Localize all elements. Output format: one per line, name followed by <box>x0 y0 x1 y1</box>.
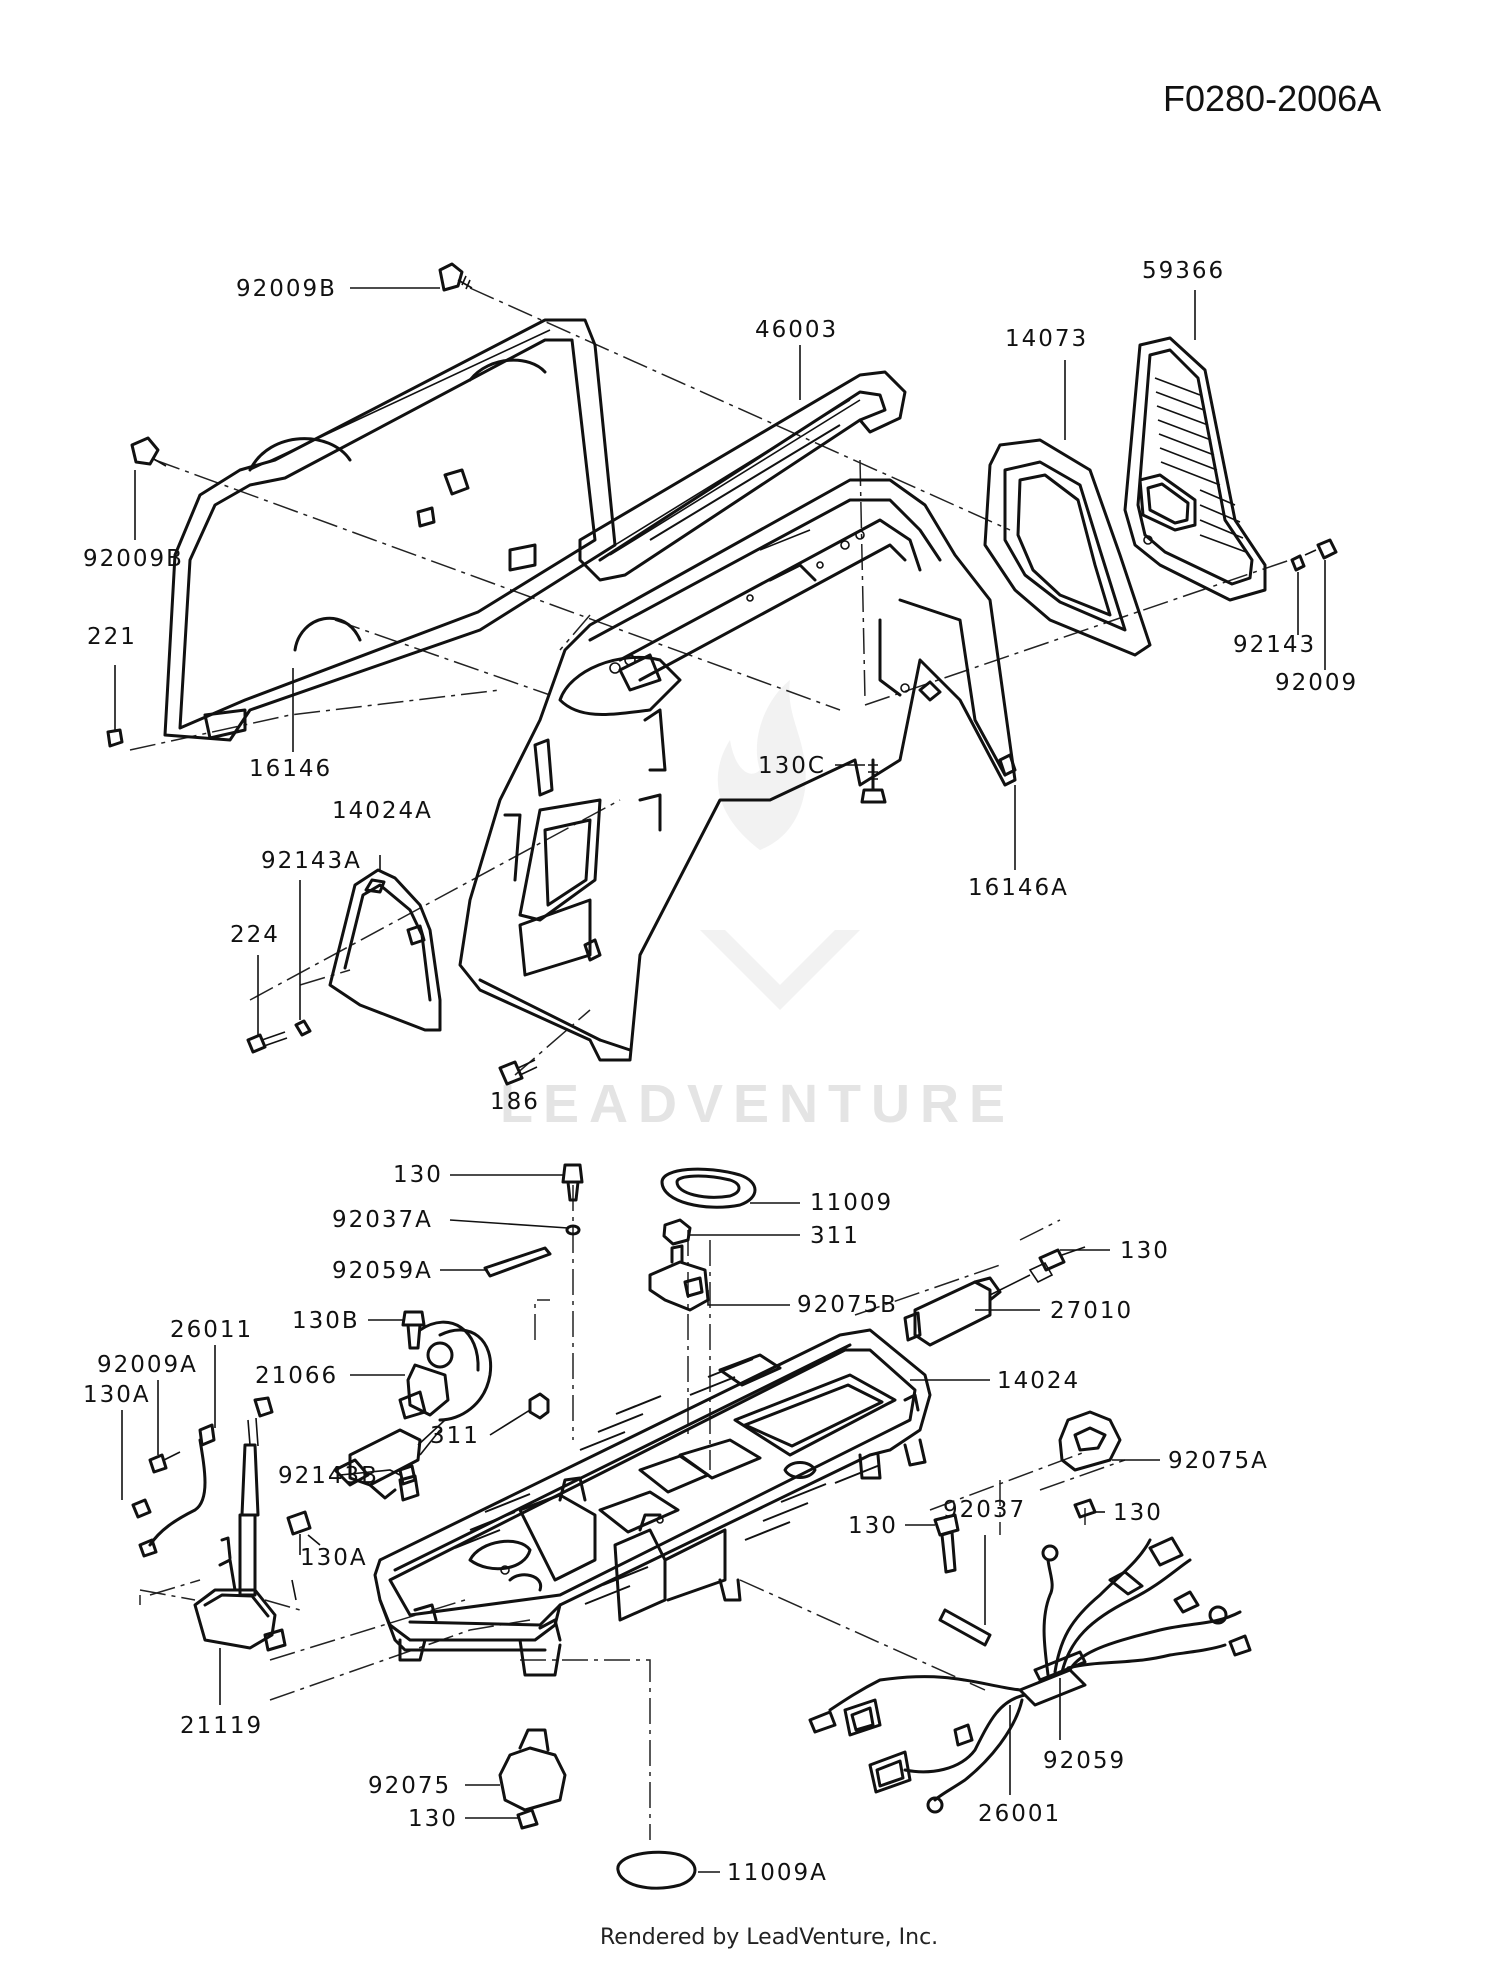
label-92075B: 92075B <box>797 1292 898 1318</box>
label-92009A: 92009A <box>97 1352 198 1378</box>
diagram-id: F0280-2006A <box>1163 78 1381 119</box>
label-130-mid: 130 <box>848 1513 898 1539</box>
label-186: 186 <box>490 1089 540 1115</box>
bolt-224 <box>246 1031 288 1054</box>
label-92037A: 92037A <box>332 1207 433 1233</box>
nut-311-top <box>662 1218 692 1246</box>
footer-credit: Rendered by LeadVenture, Inc. <box>600 1925 938 1950</box>
bolt-130A-mid <box>286 1510 312 1601</box>
label-14024A: 14024A <box>332 798 433 824</box>
leader-lines <box>114 287 1326 1873</box>
label-26011: 26011 <box>170 1317 253 1343</box>
washer-92143A <box>294 1019 312 1037</box>
label-26001: 26001 <box>978 1801 1061 1827</box>
bolt-130-top <box>561 1163 584 1202</box>
clamp-92037 <box>938 1608 992 1647</box>
label-21066: 21066 <box>255 1363 338 1389</box>
label-311-top: 311 <box>810 1223 860 1249</box>
harness-26001 <box>808 1536 1252 1814</box>
cover-14024A <box>328 868 442 1032</box>
bolt-130B <box>401 1310 426 1350</box>
screw-221 <box>106 728 124 748</box>
grille-59366 <box>1123 336 1267 602</box>
label-92059: 92059 <box>1043 1748 1126 1774</box>
screw-92009 <box>1304 538 1338 560</box>
label-130A-mid: 130A <box>300 1545 368 1571</box>
bolt-130-bottom <box>516 1808 539 1830</box>
label-130-bottom: 130 <box>408 1806 458 1832</box>
label-11009A: 11009A <box>727 1860 828 1886</box>
label-221: 221 <box>87 624 137 650</box>
label-92143A: 92143A <box>261 848 362 874</box>
bolt-130-right <box>1038 1246 1086 1272</box>
label-92075: 92075 <box>368 1773 451 1799</box>
grommet-11009 <box>660 1167 757 1209</box>
bolt-186 <box>498 1059 538 1086</box>
label-46003: 46003 <box>755 317 838 343</box>
handle-46003 <box>578 370 907 582</box>
label-130-right: 130 <box>1120 1238 1170 1264</box>
label-92075A: 92075A <box>1168 1448 1269 1474</box>
label-92059A: 92059A <box>332 1258 433 1284</box>
relay-27010 <box>903 1261 1054 1347</box>
mount-92075B <box>648 1244 710 1312</box>
label-59366: 59366 <box>1142 258 1225 284</box>
washer-92037A <box>565 1224 581 1236</box>
label-130A-left: 130A <box>83 1382 151 1408</box>
label-224: 224 <box>230 922 280 948</box>
nut-311-mid <box>528 1392 550 1420</box>
tie-92059 <box>1033 1650 1087 1682</box>
label-130B: 130B <box>292 1308 360 1334</box>
bolt-130A-left <box>131 1498 152 1519</box>
side-panel-16146 <box>163 318 617 742</box>
screw-92009A <box>148 1451 181 1474</box>
label-130-under-92075A: 130 <box>1113 1500 1163 1526</box>
bolt-130-mid <box>933 1513 960 1574</box>
base-frame-14024 <box>373 1328 932 1677</box>
label-14073: 14073 <box>1005 326 1088 352</box>
part-labels: 92009B 92009B 221 16146 46003 14073 5936… <box>83 258 1358 1886</box>
label-16146: 16146 <box>249 756 332 782</box>
label-14024: 14024 <box>997 1368 1080 1394</box>
label-27010: 27010 <box>1050 1298 1133 1324</box>
frame-14073 <box>983 438 1152 657</box>
label-92009B-top: 92009B <box>236 276 337 302</box>
main-housing <box>458 478 1017 1062</box>
label-92143B: 92143B <box>278 1463 379 1489</box>
label-92009B-left: 92009B <box>83 546 184 572</box>
screw-92009B-top <box>438 262 473 292</box>
cable-26011 <box>138 1423 216 1558</box>
solenoid-21119 <box>193 1396 287 1652</box>
mount-92075 <box>498 1728 567 1812</box>
pad-11009A <box>616 1850 697 1890</box>
connector-21066 <box>333 1320 493 1502</box>
watermark-logo <box>700 680 860 1010</box>
label-92009: 92009 <box>1275 670 1358 696</box>
label-92143: 92143 <box>1233 632 1316 658</box>
label-21119: 21119 <box>180 1713 263 1739</box>
screw-92009B-left <box>130 436 167 467</box>
label-11009: 11009 <box>810 1190 893 1216</box>
bolt-130C <box>860 758 887 804</box>
washer-92143 <box>1290 554 1306 572</box>
mount-92075A <box>1058 1410 1122 1472</box>
alignment-lines-upper <box>129 287 1291 1076</box>
label-16146A: 16146A <box>968 875 1069 901</box>
pin-92059A <box>483 1246 552 1278</box>
washer-92143B <box>398 1464 417 1486</box>
label-311-mid: 311 <box>430 1423 480 1449</box>
label-92037: 92037 <box>943 1497 1026 1523</box>
label-130-top: 130 <box>393 1162 443 1188</box>
label-130C: 130C <box>758 753 826 779</box>
watermark-text: LEADVENTURE <box>500 1074 1015 1134</box>
